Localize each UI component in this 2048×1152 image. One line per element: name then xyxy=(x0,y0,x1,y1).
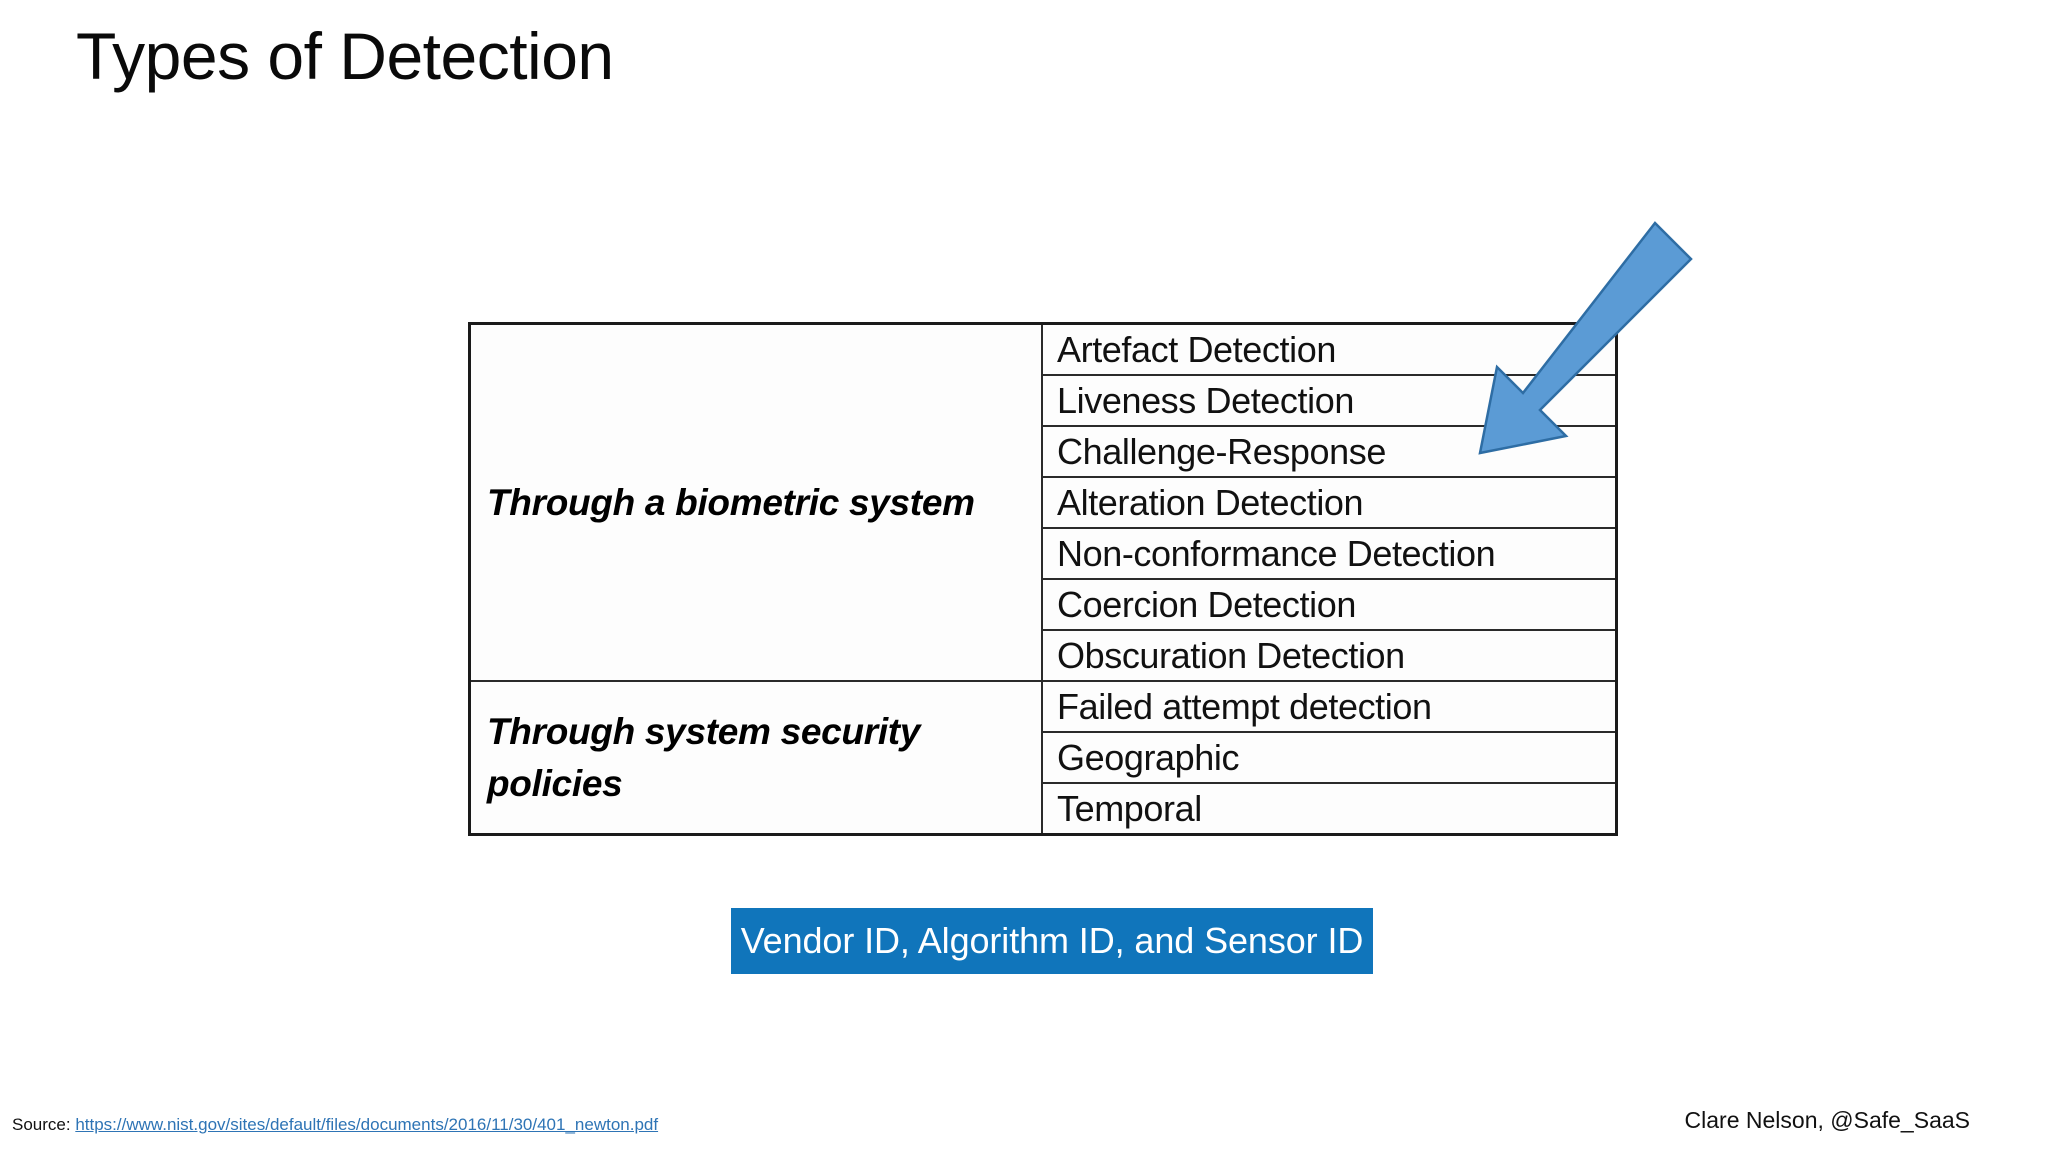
detection-types-figure: Through a biometric system Artefact Dete… xyxy=(468,322,1618,836)
detection-item-coercion-detection: Coercion Detection xyxy=(1041,578,1618,631)
table-row: Through a biometric system Artefact Dete… xyxy=(468,322,1618,682)
group-cell-system-security-policies: Through system security policies xyxy=(468,680,1043,836)
detection-item-challenge-response: Challenge-Response xyxy=(1041,425,1618,478)
table-row: Obscuration Detection xyxy=(470,629,1618,682)
table-row: Alteration Detection xyxy=(470,476,1618,529)
caption-text: Vendor ID, Algorithm ID, and Sensor ID xyxy=(740,920,1364,961)
detection-item-liveness-detection: Liveness Detection xyxy=(1041,374,1618,427)
group-label-biometric-system: Through a biometric system xyxy=(487,481,975,523)
group-label-system-security-policies: Through system security policies xyxy=(487,710,921,804)
table-row: Coercion Detection xyxy=(470,578,1618,631)
group-cell-biometric-system: Through a biometric system xyxy=(468,322,1043,682)
detection-item-geographic: Geographic xyxy=(1041,731,1618,784)
table-row: Temporal xyxy=(470,782,1618,836)
detection-item-non-conformance-detection: Non-conformance Detection xyxy=(1041,527,1618,580)
footer-credit: Clare Nelson, @Safe_SaaS xyxy=(1684,1107,1970,1133)
detection-item-failed-attempt-detection: Failed attempt detection xyxy=(1041,680,1618,733)
source-label: Source: xyxy=(12,1115,76,1134)
page-title: Types of Detection xyxy=(76,19,614,93)
table-row: Non-conformance Detection xyxy=(470,527,1618,580)
caption-banner: Vendor ID, Algorithm ID, and Sensor ID xyxy=(731,908,1373,974)
table-row: Geographic xyxy=(470,731,1618,784)
detection-types-table: Through a biometric system Artefact Dete… xyxy=(468,322,1618,836)
table-row: Through system security policies Failed … xyxy=(468,680,1618,836)
detection-item-alteration-detection: Alteration Detection xyxy=(1041,476,1618,529)
footer-source: Source: https://www.nist.gov/sites/defau… xyxy=(12,1114,658,1136)
detection-item-artefact-detection: Artefact Detection xyxy=(1041,322,1618,376)
detection-item-temporal: Temporal xyxy=(1041,782,1618,836)
table-body: Through a biometric system Artefact Dete… xyxy=(468,322,1618,836)
detection-item-obscuration-detection: Obscuration Detection xyxy=(1041,629,1618,682)
source-url-link[interactable]: https://www.nist.gov/sites/default/files… xyxy=(75,1115,659,1134)
